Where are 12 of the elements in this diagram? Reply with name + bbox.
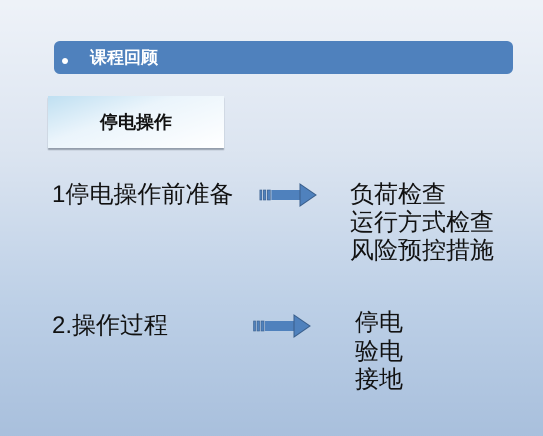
step-detail: 接地 — [355, 366, 403, 394]
step-detail: 运行方式检查 — [350, 209, 494, 237]
step-detail: 验电 — [355, 338, 403, 366]
block-arrow — [253, 314, 310, 338]
topic-header: 停电操作 — [48, 96, 224, 148]
step-detail: 负荷检查 — [350, 181, 446, 209]
slide-title: 课程回顾 — [90, 47, 158, 69]
step-heading: 2.操作过程 — [52, 312, 168, 340]
step-detail: 停电 — [355, 309, 403, 338]
step-heading: 1停电操作前准备 — [52, 181, 234, 209]
block-arrow — [259, 184, 316, 206]
step-detail: 风险预控措施 — [350, 237, 494, 265]
